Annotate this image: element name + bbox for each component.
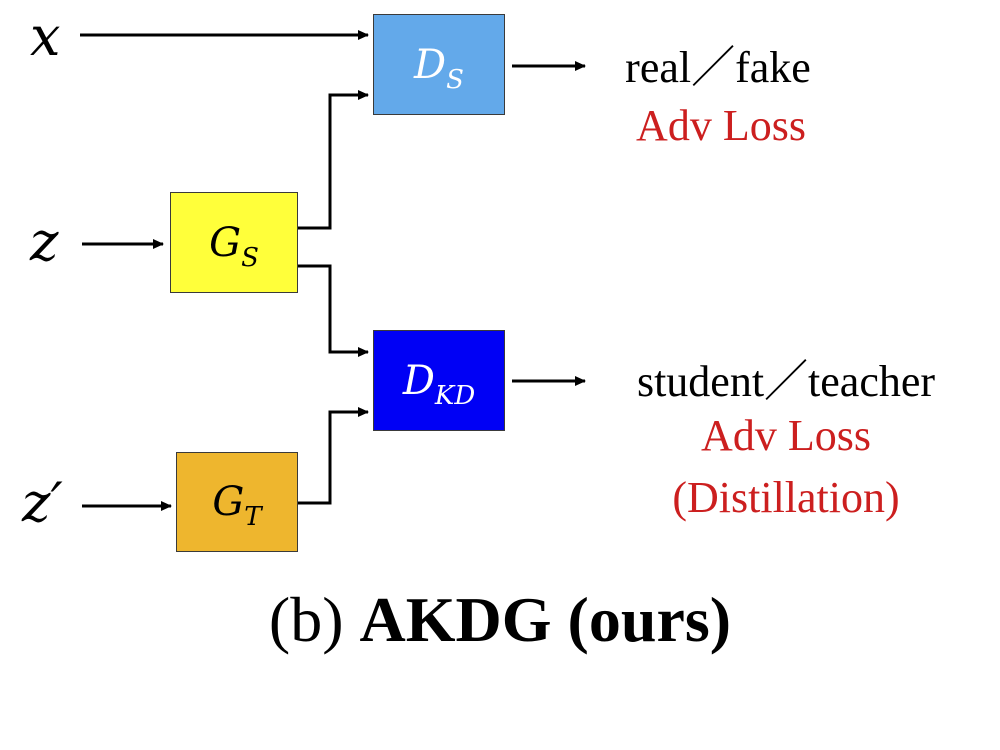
arrow-gs-to-ds bbox=[298, 90, 369, 230]
input-z-prime: z′ bbox=[22, 471, 63, 534]
gs-label-base: G bbox=[209, 219, 242, 266]
input-z: z bbox=[30, 210, 59, 273]
generator-gs-box: GS bbox=[170, 192, 298, 293]
figure-caption: (b) AKDG (ours) bbox=[269, 588, 731, 652]
ds-output-label: real／fake bbox=[625, 43, 811, 92]
dkd-output-label: student／teacher bbox=[636, 357, 936, 406]
generator-gs-label: GS bbox=[209, 219, 259, 271]
ds-label-base: D bbox=[414, 41, 447, 88]
generator-gt-label: GT bbox=[212, 479, 261, 530]
input-x: x bbox=[30, 5, 61, 68]
discriminator-ds-label: DS bbox=[414, 41, 464, 93]
discriminator-ds-box: DS bbox=[373, 14, 505, 115]
dkd-label-sub: KD bbox=[434, 380, 476, 411]
discriminator-dkd-box: DKD bbox=[373, 330, 505, 431]
gs-label-sub: S bbox=[241, 242, 259, 273]
dkd-label-base: D bbox=[402, 357, 435, 404]
arrow-gt-to-dkd bbox=[298, 407, 369, 505]
caption-prefix: (b) bbox=[268, 584, 360, 655]
dkd-adv-loss: Adv Loss bbox=[701, 411, 871, 460]
ds-adv-loss: Adv Loss bbox=[636, 101, 806, 150]
dkd-distillation-note: (Distillation) bbox=[672, 473, 900, 522]
arrow-gs-to-dkd bbox=[298, 264, 369, 357]
gt-label-base: G bbox=[212, 479, 245, 525]
gt-label-sub: T bbox=[244, 502, 262, 532]
generator-gt-box: GT bbox=[176, 452, 298, 552]
discriminator-dkd-label: DKD bbox=[402, 357, 475, 409]
ds-label-sub: S bbox=[446, 64, 464, 95]
caption-method: AKDG (ours) bbox=[359, 584, 732, 655]
